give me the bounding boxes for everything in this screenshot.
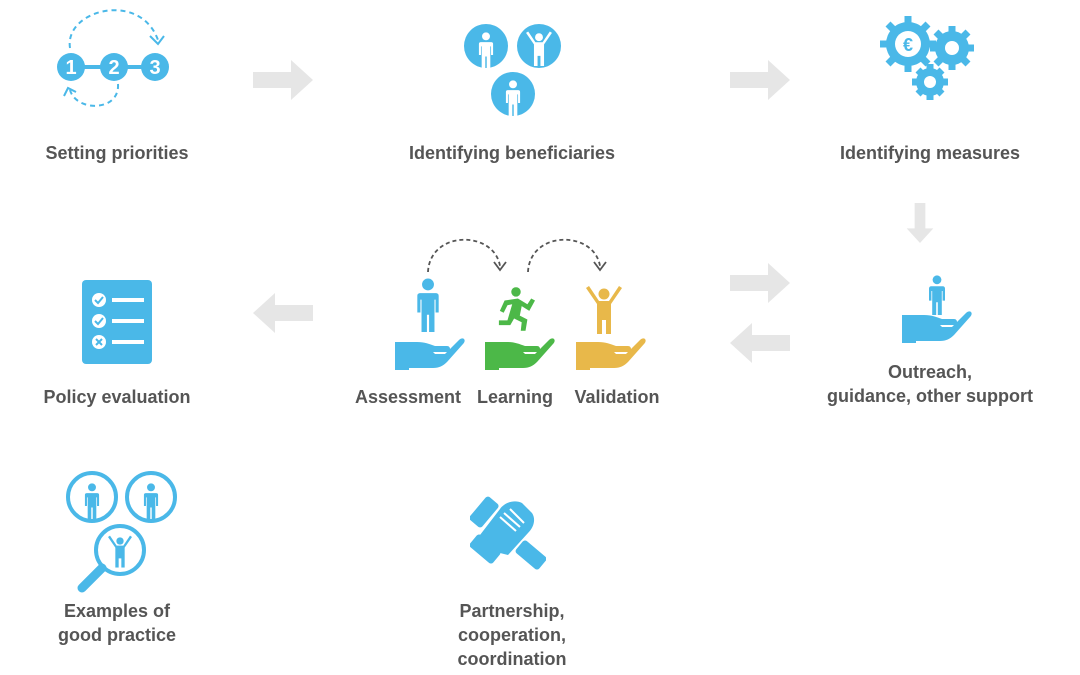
hand-icon bbox=[485, 338, 555, 370]
setting-priorities-label: Setting priorities bbox=[45, 143, 189, 163]
arrow-left-icon bbox=[253, 293, 313, 333]
step-number-2: 2 bbox=[108, 57, 119, 79]
outreach-label-line2: guidance, other support bbox=[826, 386, 1034, 406]
validation-label: Validation bbox=[574, 387, 660, 407]
step-number-3: 3 bbox=[149, 57, 160, 79]
beneficiaries-icon bbox=[462, 22, 566, 118]
learning-label: Learning bbox=[476, 387, 554, 407]
assessment-learning-validation-icon bbox=[390, 230, 660, 370]
euro-symbol: € bbox=[903, 35, 913, 55]
hand-icon bbox=[576, 338, 646, 370]
partnership-label: Partnership, cooperation, coordination bbox=[458, 599, 567, 671]
arrow-right-icon bbox=[730, 60, 790, 100]
person-cheering-icon bbox=[586, 286, 622, 334]
arrow-right-icon bbox=[730, 263, 790, 303]
policy-evaluation-label: Policy evaluation bbox=[43, 387, 191, 407]
assessment-label: Assessment bbox=[354, 387, 462, 407]
examples-label: Examples of good practice bbox=[58, 599, 176, 647]
person-running-icon bbox=[499, 287, 535, 331]
arrow-left-icon bbox=[730, 323, 790, 363]
partnership-label-line3: coordination bbox=[457, 649, 567, 669]
partnership-label-line1: Partnership, bbox=[459, 601, 565, 621]
partnership-label-line2: cooperation, bbox=[457, 625, 566, 645]
step-number-1: 1 bbox=[65, 57, 76, 79]
person-standing-icon bbox=[417, 279, 439, 332]
arrow-right-icon bbox=[253, 60, 313, 100]
outreach-label: Outreach, guidance, other support bbox=[827, 360, 1033, 408]
handshake-icon bbox=[470, 495, 546, 575]
identifying-measures-label: Identifying measures bbox=[839, 143, 1021, 163]
outreach-label-line1: Outreach, bbox=[887, 362, 973, 382]
arrow-down-icon bbox=[910, 203, 950, 263]
identifying-beneficiaries-label: Identifying beneficiaries bbox=[408, 143, 616, 163]
hand-icon bbox=[395, 338, 465, 370]
examples-label-line1: Examples of bbox=[63, 601, 171, 621]
magnifier-people-icon bbox=[64, 470, 180, 594]
gears-icon: € bbox=[878, 14, 978, 104]
outreach-icon bbox=[902, 275, 974, 345]
examples-label-line2: good practice bbox=[57, 625, 177, 645]
numbered-steps-icon: 1 2 3 bbox=[50, 0, 180, 115]
checklist-icon bbox=[82, 280, 152, 364]
